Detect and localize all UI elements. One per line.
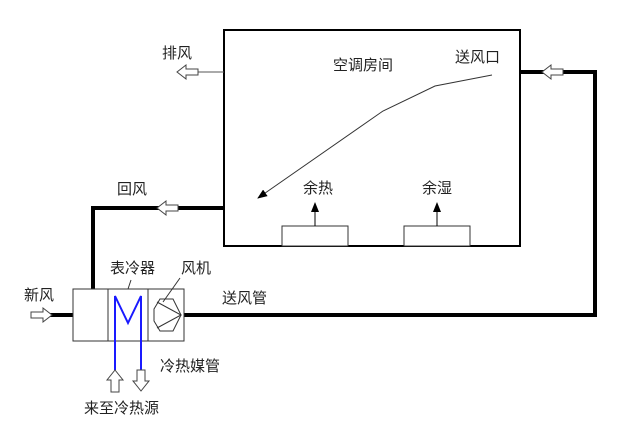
supply-outlet-label: 送风口 xyxy=(455,48,500,66)
supply-pipe-arrow-icon xyxy=(105,369,125,393)
exhaust-label: 排风 xyxy=(162,44,192,62)
return-arrow-icon xyxy=(156,199,179,217)
medium-pipe-label: 冷热媒管 xyxy=(160,357,220,375)
supply-duct xyxy=(184,70,597,317)
cooling-coil xyxy=(114,295,142,370)
surface-cooler-label: 表冷器 xyxy=(110,259,155,277)
fresh-air-label: 新风 xyxy=(24,286,54,304)
fan-leader xyxy=(162,277,181,303)
residual-humidity-label: 余湿 xyxy=(422,179,452,197)
supply-duct-label: 送风管 xyxy=(222,289,267,307)
heat-source-box xyxy=(281,225,349,247)
residual-heat-label: 余热 xyxy=(303,179,333,197)
return-duct xyxy=(91,206,224,289)
source-label: 来至冷热源 xyxy=(84,399,159,417)
return-pipe-arrow-icon xyxy=(131,369,151,392)
supply-arrow-icon xyxy=(541,63,564,81)
fan-icon xyxy=(153,298,183,332)
fan-label: 风机 xyxy=(181,259,211,277)
return-air-label: 回风 xyxy=(117,180,147,198)
airflow-arrow xyxy=(257,74,493,199)
cooler-leader xyxy=(127,279,132,290)
exhaust-arrow-icon xyxy=(176,63,199,81)
room-label: 空调房间 xyxy=(333,56,393,74)
air-conditioned-room xyxy=(223,29,521,247)
fresh-air-arrow-icon xyxy=(30,306,53,324)
humidity-source-box xyxy=(403,225,471,247)
air-handling-unit xyxy=(72,288,185,342)
